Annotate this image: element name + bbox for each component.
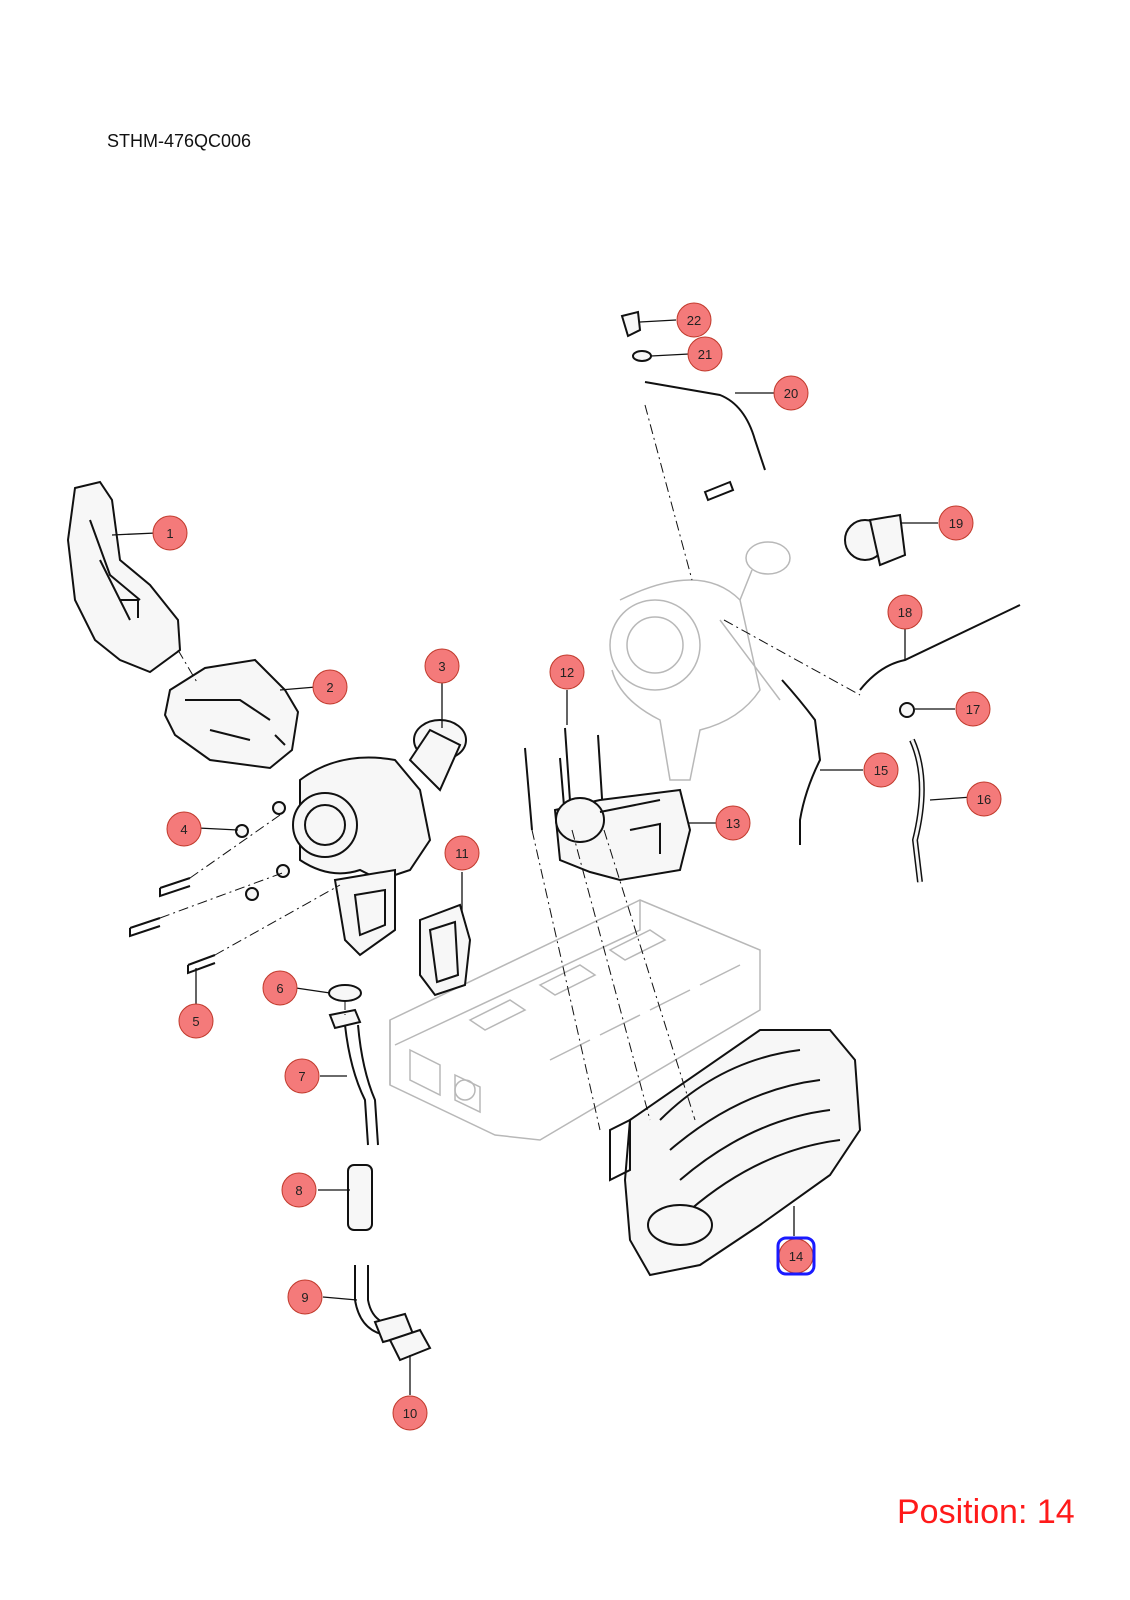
callout-label: 5 (192, 1014, 199, 1029)
callout-label: 21 (698, 347, 712, 362)
callout-17[interactable]: 17 (955, 691, 991, 727)
callout-15[interactable]: 15 (863, 752, 899, 788)
callout-label: 2 (326, 680, 333, 695)
callout-12[interactable]: 12 (549, 654, 585, 690)
callout-label: 22 (687, 313, 701, 328)
oil-feed-pipe (644, 381, 766, 471)
callout-label: 9 (301, 1290, 308, 1305)
callout-20[interactable]: 20 (773, 375, 809, 411)
callout-14[interactable]: 14 (776, 1236, 816, 1276)
valve (844, 513, 907, 567)
callout-2[interactable]: 2 (312, 669, 348, 705)
callout-5[interactable]: 5 (178, 1003, 214, 1039)
return-line (859, 604, 1021, 691)
turbocharger-ghost (609, 541, 791, 781)
callout-label: 10 (403, 1406, 417, 1421)
heat-shield-upper (66, 480, 182, 674)
callout-label: 11 (455, 846, 469, 861)
callout-label: 14 (789, 1249, 803, 1264)
callout-label: 13 (726, 816, 740, 831)
studs (129, 801, 290, 975)
callout-label: 6 (276, 981, 283, 996)
callout-label: 8 (295, 1183, 302, 1198)
callout-label: 18 (898, 605, 912, 620)
callout-label: 15 (874, 763, 888, 778)
callout-label: 3 (438, 659, 445, 674)
callout-19[interactable]: 19 (938, 505, 974, 541)
turbocharger (292, 719, 467, 957)
callout-16[interactable]: 16 (966, 781, 1002, 817)
callout-label: 16 (977, 792, 991, 807)
callout-label: 20 (784, 386, 798, 401)
throttle-body (553, 788, 692, 882)
cylinder-head-ghost (389, 899, 761, 1141)
callout-18[interactable]: 18 (887, 594, 923, 630)
gasket (419, 903, 472, 997)
callout-3[interactable]: 3 (424, 648, 460, 684)
callout-label: 7 (298, 1069, 305, 1084)
callout-label: 17 (966, 702, 980, 717)
clamp (899, 702, 915, 718)
callout-21[interactable]: 21 (687, 336, 723, 372)
bolts (524, 727, 605, 831)
callout-1[interactable]: 1 (152, 515, 188, 551)
diagram-code: STHM-476QC006 (107, 131, 252, 151)
egr-pipe-assembly (328, 984, 432, 1362)
callout-7[interactable]: 7 (284, 1058, 320, 1094)
callout-label: 12 (560, 665, 574, 680)
banjo-bolt (620, 310, 642, 338)
callout-22[interactable]: 22 (676, 302, 712, 338)
heat-shield-lower (163, 658, 300, 770)
callout-label: 1 (166, 526, 173, 541)
position-label: Position: 14 (897, 1493, 1075, 1531)
washer (632, 350, 652, 362)
callout-6[interactable]: 6 (262, 970, 298, 1006)
callout-4[interactable]: 4 (166, 811, 202, 847)
callout-11[interactable]: 11 (444, 835, 480, 871)
callout-9[interactable]: 9 (287, 1279, 323, 1315)
callout-8[interactable]: 8 (281, 1172, 317, 1208)
oil-pipe (781, 679, 822, 845)
intake-manifold (609, 1029, 862, 1277)
callout-10[interactable]: 10 (392, 1395, 428, 1431)
callout-leaders (111, 319, 973, 1395)
selected-ring (776, 1236, 816, 1276)
callout-13[interactable]: 13 (715, 805, 751, 841)
callout-label: 19 (949, 516, 963, 531)
callout-label: 4 (180, 822, 187, 837)
